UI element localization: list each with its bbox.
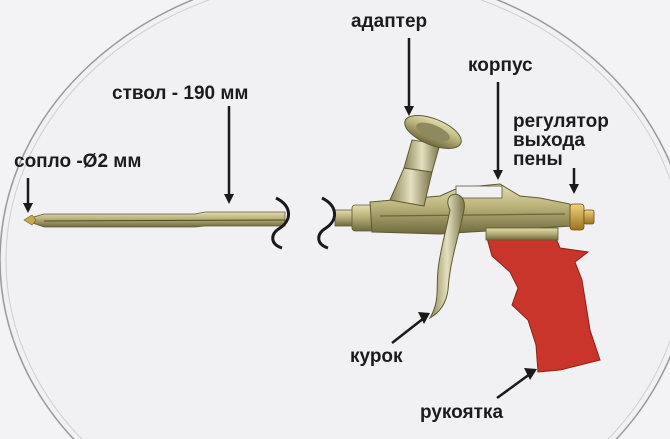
label-trigger: курок — [350, 346, 403, 367]
label-regulator-line3: пены — [513, 149, 563, 170]
label-regulator-line1: регулятор — [513, 111, 609, 132]
break-mark-icon — [271, 196, 290, 250]
break-mark-icon — [317, 196, 336, 250]
label-barrel: ствол - 190 мм — [112, 83, 249, 104]
gun-body-icon — [369, 183, 573, 235]
trigger-icon — [428, 193, 465, 320]
regulator-icon — [569, 203, 595, 231]
label-nozzle: сопло -Ø2 мм — [14, 151, 142, 172]
label-regulator-line2: выхода — [513, 130, 585, 151]
label-handle: рукоятка — [420, 402, 504, 423]
adapter-icon — [389, 115, 462, 207]
arrows — [23, 38, 579, 400]
label-adapter: адаптер — [351, 11, 428, 32]
barrel-icon — [23, 204, 375, 232]
handle-icon — [486, 235, 601, 373]
label-body: корпус — [468, 55, 533, 76]
